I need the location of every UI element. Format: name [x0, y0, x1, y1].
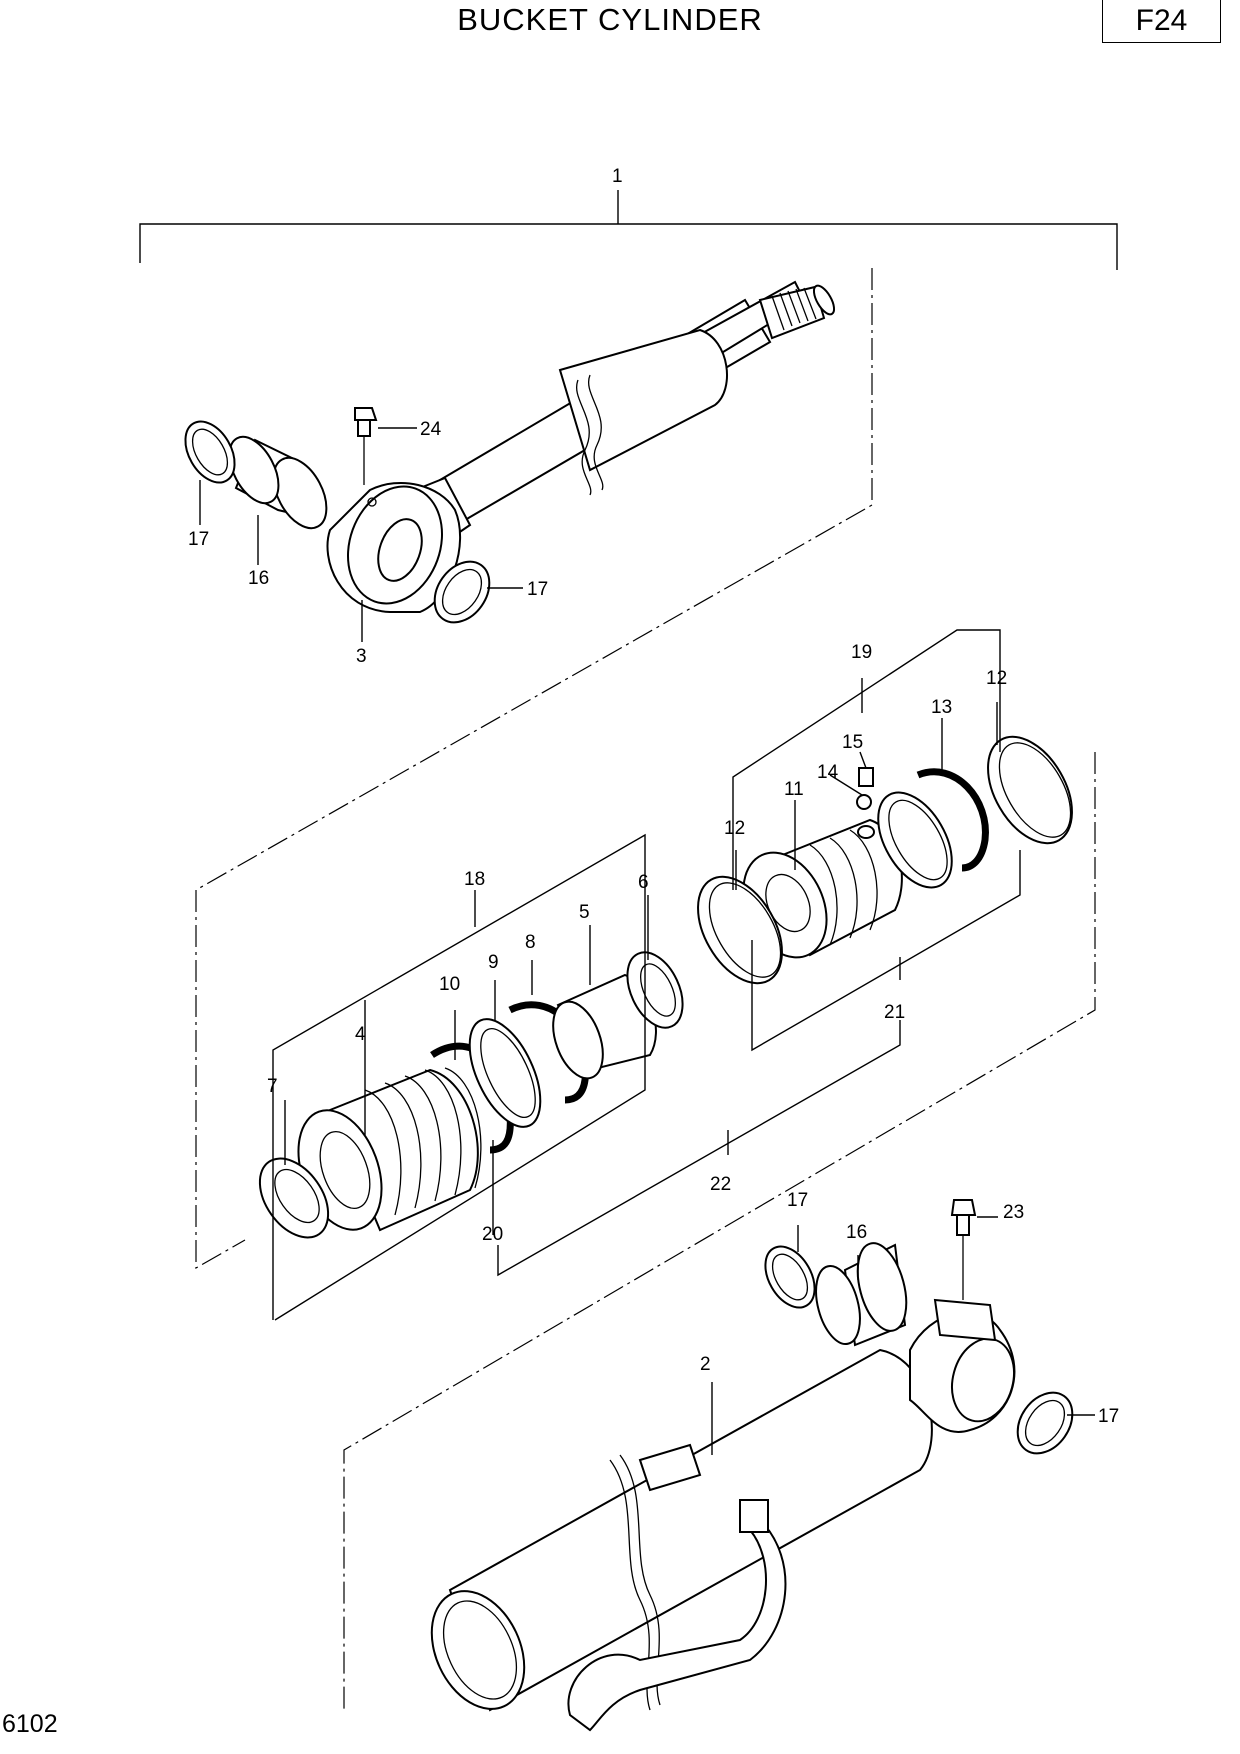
callout-22: 22 [710, 1174, 731, 1195]
callout-21: 21 [884, 1002, 905, 1023]
callout-11: 11 [784, 779, 804, 800]
callout-3: 3 [356, 646, 367, 667]
bushing-rod [228, 435, 328, 530]
callout-12: 12 [986, 668, 1007, 689]
wear-ring-12-left [697, 875, 783, 985]
backup-ring-piston [877, 791, 953, 889]
callout-12: 12 [724, 818, 745, 839]
page-code-box: F24 [1102, 0, 1221, 43]
callout-14: 14 [817, 762, 839, 783]
callout-15: 15 [842, 732, 863, 753]
callout-16: 16 [846, 1222, 867, 1243]
callout-4: 4 [355, 1024, 366, 1045]
callout-8: 8 [525, 932, 536, 953]
callout-13: 13 [931, 697, 952, 718]
callout-6: 6 [638, 872, 649, 893]
rod-cover-gland [297, 1067, 482, 1232]
callout-2: 2 [700, 1354, 711, 1375]
callout-7: 7 [267, 1076, 278, 1097]
callout-17: 17 [787, 1190, 808, 1211]
callout-18: 18 [464, 869, 485, 890]
assembly-bracket [139, 190, 1118, 270]
dust-seal-rod-left [184, 420, 236, 484]
piston-seal-13 [916, 768, 989, 872]
piston-nut-5 [552, 973, 657, 1080]
callout-20: 20 [482, 1224, 503, 1245]
callout-16: 16 [248, 568, 269, 589]
set-screw-15 [858, 767, 874, 787]
seal-kit-bracket-19 [732, 629, 1001, 890]
callout-5: 5 [579, 902, 590, 923]
seal-6 [626, 951, 684, 1029]
dust-seal-rod-right [433, 560, 491, 624]
seal-kit-bracket-22 [497, 1020, 901, 1277]
leader-lines [199, 427, 1095, 1455]
grease-nipple-rod [354, 407, 378, 485]
cylinder-tube [430, 1298, 1016, 1732]
steel-ball-14 [856, 794, 872, 810]
rod-eye [326, 482, 462, 613]
piston-rod [418, 280, 836, 542]
callout-17: 17 [188, 529, 209, 550]
callout-1: 1 [612, 166, 623, 187]
seal-kit-bracket-18 [272, 833, 646, 1321]
callout-17: 17 [527, 579, 548, 600]
seal-kit-bracket-21 [751, 850, 1021, 1052]
o-ring-9 [468, 1018, 542, 1128]
callout-labels: 1 24 17 16 17 3 19 12 13 15 14 11 12 18 … [188, 166, 1119, 1427]
bushing-tube [815, 1242, 908, 1347]
callout-17: 17 [1098, 1406, 1119, 1427]
wear-ring-12-right [987, 735, 1073, 845]
rod-group-boundary [195, 268, 873, 1270]
dust-seal-tube-left [764, 1245, 816, 1309]
piston-group-boundary [343, 752, 1096, 1710]
callout-23: 23 [1003, 1202, 1024, 1223]
callout-9: 9 [488, 952, 499, 973]
callout-19: 19 [851, 642, 872, 663]
callout-24: 24 [420, 419, 442, 440]
sheet-id: 6102 [2, 1710, 58, 1738]
grease-nipple-tube [950, 1199, 977, 1300]
dust-wiper-7 [258, 1157, 330, 1239]
callout-10: 10 [439, 974, 460, 995]
dust-seal-tube-right [1016, 1391, 1074, 1455]
page-title: BUCKET CYLINDER [457, 2, 763, 37]
